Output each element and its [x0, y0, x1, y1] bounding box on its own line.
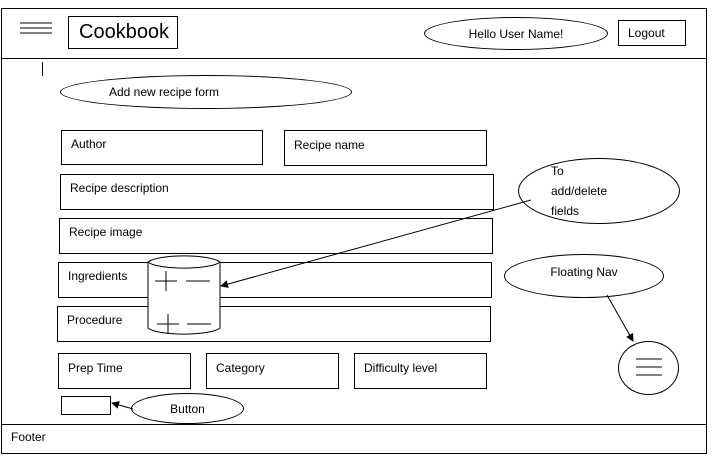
- hamburger-icon: [636, 358, 662, 376]
- recipe-image-field[interactable]: Recipe image: [59, 218, 493, 254]
- add-delete-annotation-text: To add/delete fields: [551, 164, 608, 218]
- recipe-image-label: Recipe image: [69, 225, 143, 239]
- submit-button[interactable]: [61, 396, 111, 415]
- prep-time-field[interactable]: Prep Time: [58, 353, 191, 389]
- floating-nav-button[interactable]: [618, 341, 679, 395]
- plus-icon: [155, 271, 177, 291]
- form-title: Add new recipe form: [60, 75, 352, 109]
- category-label: Category: [216, 361, 265, 375]
- recipe-description-field[interactable]: Recipe description: [60, 174, 494, 210]
- header-divider: [1, 58, 707, 59]
- user-greeting: Hello User Name!: [424, 17, 608, 50]
- add-procedure-button[interactable]: [155, 313, 181, 335]
- app-title: Cookbook: [79, 21, 170, 43]
- floating-nav-annotation: Floating Nav: [504, 254, 664, 298]
- app-title-box: Cookbook: [68, 16, 178, 49]
- add-delete-annotation: To add/delete fields: [518, 158, 680, 224]
- minus-icon: [187, 323, 211, 325]
- menu-button[interactable]: [18, 20, 54, 42]
- difficulty-level-label: Difficulty level: [364, 361, 438, 375]
- difficulty-level-field[interactable]: Difficulty level: [354, 353, 487, 389]
- author-label: Author: [71, 137, 107, 151]
- plus-icon: [157, 314, 179, 334]
- button-annotation: Button: [131, 393, 244, 424]
- logout-button[interactable]: Logout: [618, 20, 686, 46]
- arrow-to-add-delete: [220, 199, 532, 288]
- hamburger-icon: [20, 22, 52, 34]
- logout-label: Logout: [628, 26, 665, 40]
- category-field[interactable]: Category: [206, 353, 339, 389]
- ingredients-field[interactable]: Ingredients: [58, 262, 492, 298]
- recipe-name-label: Recipe name: [294, 138, 365, 152]
- prep-time-label: Prep Time: [68, 361, 123, 375]
- minus-icon: [186, 280, 210, 282]
- recipe-description-label: Recipe description: [70, 181, 169, 195]
- add-ingredient-button[interactable]: [153, 270, 179, 292]
- ingredients-label: Ingredients: [68, 269, 128, 283]
- procedure-field[interactable]: Procedure: [57, 306, 491, 342]
- footer-text: Footer: [11, 430, 46, 444]
- footer-divider: [1, 424, 707, 425]
- remove-ingredient-button[interactable]: [185, 270, 211, 292]
- author-field[interactable]: Author: [61, 130, 263, 165]
- arrow-to-floating-nav: [606, 294, 634, 342]
- recipe-name-field[interactable]: Recipe name: [284, 130, 487, 166]
- remove-procedure-button[interactable]: [186, 313, 212, 335]
- procedure-label: Procedure: [67, 313, 123, 327]
- text-cursor: [42, 62, 43, 76]
- arrow-to-submit-button: [111, 401, 134, 410]
